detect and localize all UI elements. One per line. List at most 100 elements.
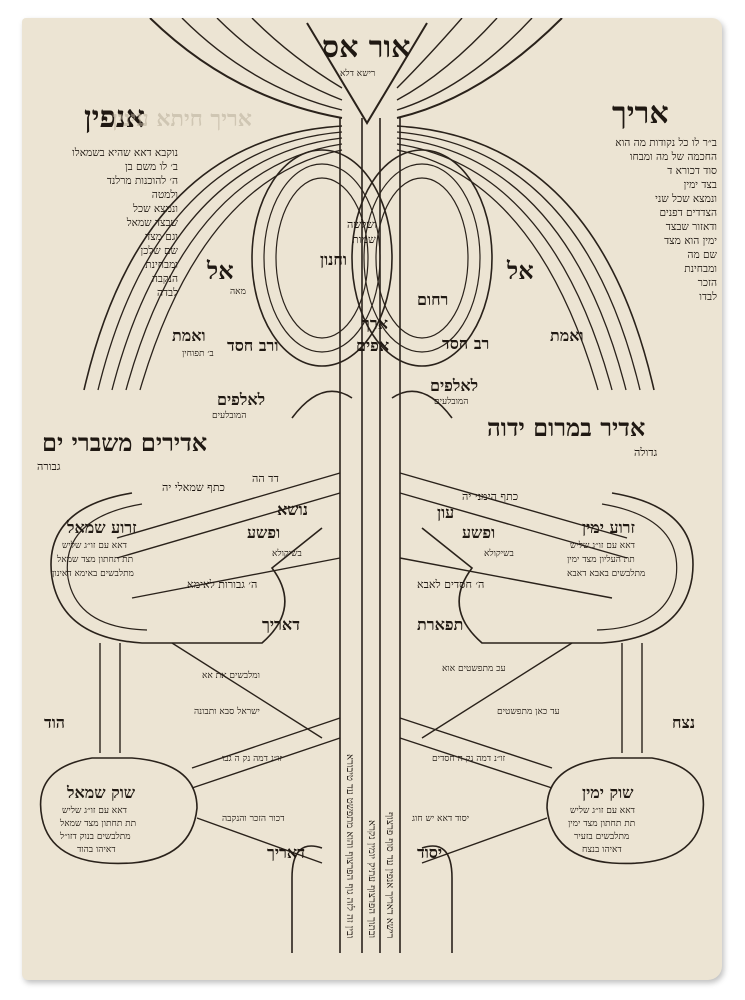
daarikh-bottom-label: דאריך — [267, 843, 305, 862]
el-right-label: אל — [507, 256, 534, 285]
central-trunk — [339, 118, 401, 953]
rahum-label: רחום — [417, 290, 449, 309]
right-line: הזכר — [697, 277, 717, 289]
shkula-right-label: בשיקולא — [484, 549, 514, 559]
ushlosha-label: ושלשה — [347, 218, 377, 231]
manuscript-page: אור אס רישא דלא אריך אנפין אריך חיתא עינ… — [22, 18, 722, 980]
tiferet-label: תפארת — [417, 615, 464, 634]
right-line: בצד ימין — [683, 179, 717, 191]
rav-hesed-label: ורב חסד — [227, 336, 279, 355]
left-arcs — [83, 125, 343, 391]
left-leg-line: תת תחתון מצד שמאל — [60, 819, 137, 829]
left-line: שם שלכן — [140, 245, 178, 257]
head-triangle — [306, 22, 428, 125]
maera-label: מאה — [230, 287, 246, 297]
hod-label: הוד — [44, 713, 65, 732]
left-line: ב׳ לו משם בן — [124, 161, 178, 173]
alafim-left-label: לאלפים — [217, 390, 266, 409]
sefirot-diagram — [39, 18, 705, 953]
right-line: ומבחינת — [684, 263, 717, 275]
right-leg-line: תת תחתון מצד ימין — [568, 819, 636, 829]
mevuarim-left-label: המובלעים — [212, 411, 247, 421]
left-line: ה׳ להוכנות מרלנד — [106, 175, 178, 187]
left-line: וגם מצד — [145, 231, 178, 243]
israel-label: ישראל סבא ותבונה — [194, 707, 260, 717]
left-leg-line: דאא עם זו״ג שליש — [62, 806, 127, 816]
left-arm-line: דאא עם זו״ג שליש — [62, 541, 127, 551]
ktav-right-label: כתף הימני יה — [462, 490, 519, 503]
alafim-right-label: לאלפים — [430, 376, 479, 395]
right-line: ונמצא שכל שני — [655, 193, 717, 205]
left-column-text: נוקבא דאא שהיא בשמאלו ב׳ לו משם בן ה׳ לה… — [28, 146, 178, 300]
right-line: שם מה — [687, 249, 717, 261]
right-leg-title: שוק ימין — [582, 783, 634, 802]
adir-bamarom-heading: אדיר במרום ידוה — [487, 413, 646, 442]
ad-kan-label: עד כאן מתפשטים — [497, 707, 560, 717]
adirim-heading: אדירים משברי ים — [42, 428, 208, 457]
right-leg-line: דאיהו בנצח — [582, 845, 622, 855]
veemet-right-label: ואמת — [550, 326, 584, 345]
right-column-text: ב״ר לו כל נקודות מה הוא החכמה של מה ומבח… — [562, 136, 717, 304]
apayim-label: אפים — [356, 336, 390, 355]
right-arm-line: תת העליון מצד ימין — [567, 555, 635, 565]
avon-label: עון — [437, 503, 455, 522]
right-arm-title: זרוע ימין — [582, 518, 635, 537]
right-line: הצדדים דפנים — [659, 207, 717, 219]
reisha-dla-label: רישא דלא — [340, 69, 376, 79]
left-line: שבצד שמאל — [126, 217, 178, 229]
right-leg-line: מתלבשים בזעיר — [574, 832, 630, 842]
right-line: ב״ר לו כל נקודות מה הוא — [615, 137, 717, 149]
rav-hesed-right-label: רב חסד — [442, 334, 490, 353]
trunk-right-text: רישא דאריך אנפין עד סוף פרצוף — [384, 811, 395, 938]
hasadim-label: ה׳ חסדים לאבא — [417, 578, 485, 591]
mitpashtim-label: עכ מתפשטים אוא — [442, 664, 506, 674]
faded-bleedthrough-text: אריך חיתא עינין — [112, 106, 252, 132]
pesha-right-label: ופשע — [462, 523, 496, 542]
zon-right-label: זו״נ דמה נק ה חסדים — [432, 754, 506, 764]
left-line: ומבחינת — [145, 259, 178, 271]
top-right-fan — [396, 18, 563, 119]
ktav-left-label: כתף שמאלי יה — [162, 481, 225, 494]
gedula-label: גדולה — [634, 446, 658, 459]
el-left-label: אל — [207, 256, 234, 285]
yesod-line-label: יסוד דאא יש חוג — [412, 814, 470, 824]
left-arm-title: זרוע שמאל — [67, 518, 137, 537]
right-arm-line: מתלבשים באבא דאבא — [567, 569, 646, 579]
shemot-label: שמות — [352, 233, 376, 246]
left-line: ולמטה — [151, 189, 178, 201]
dakhur-label: דכור הזכר והנקבה — [222, 814, 285, 824]
daarikh-left-label: דאריך — [262, 615, 300, 634]
left-leg-title: שוק שמאל — [67, 783, 136, 802]
left-line: ונמצא שכל — [133, 203, 178, 215]
diagonal-bands — [116, 472, 628, 789]
right-arm-lobe — [421, 492, 694, 644]
top-left-fan — [149, 18, 343, 119]
right-leg-line: דאא עם זו״ג שליש — [570, 806, 635, 816]
left-line: הנקבה — [151, 273, 178, 285]
veemet-left-label: ואמת — [172, 326, 206, 345]
right-line: החכמה של מה ומבחו — [629, 151, 717, 163]
head-ovals — [251, 149, 493, 367]
vehanun-label: וחנון — [320, 250, 347, 269]
right-line: לבדו — [699, 291, 717, 303]
bottom-arches — [196, 817, 548, 953]
pesha-left-label: ופשע — [247, 523, 281, 542]
or-as-heading: אור אס — [322, 30, 411, 65]
right-line: סוד דכורא ד — [667, 165, 717, 177]
netzah-label: נצח — [672, 713, 696, 732]
left-leg-line: מתלבשים בנוק דזו״ל — [60, 832, 131, 842]
umitlabshim-label: ומלבשים את אא — [202, 671, 260, 681]
arikh-heading: אריך — [612, 96, 669, 131]
trunk-left-text: ובין זה לזה גוף הפרצוף והוא מתפשט עד טיב… — [344, 753, 355, 938]
left-arm-line: תת תחתון מצד שמאל — [57, 555, 134, 565]
right-line: ודאזור שבצד — [665, 221, 717, 233]
mevuarim-right-label: המובלעים — [434, 397, 469, 407]
right-line: ימין הוא מצד — [664, 235, 717, 247]
side-columns — [99, 643, 643, 753]
right-arcs — [396, 125, 655, 391]
tafuhin-label: ב׳ תפוחין — [182, 349, 214, 359]
left-arm-line: מתלבשים באימא דאינון — [52, 569, 134, 579]
trunk-center-text: ובתוך הפרצוף עתיק יומין נקרא — [366, 819, 377, 938]
nose-left-label: נושא — [277, 500, 308, 519]
zon-left-label: זו״נ דמה נק ה גבו — [222, 754, 282, 764]
